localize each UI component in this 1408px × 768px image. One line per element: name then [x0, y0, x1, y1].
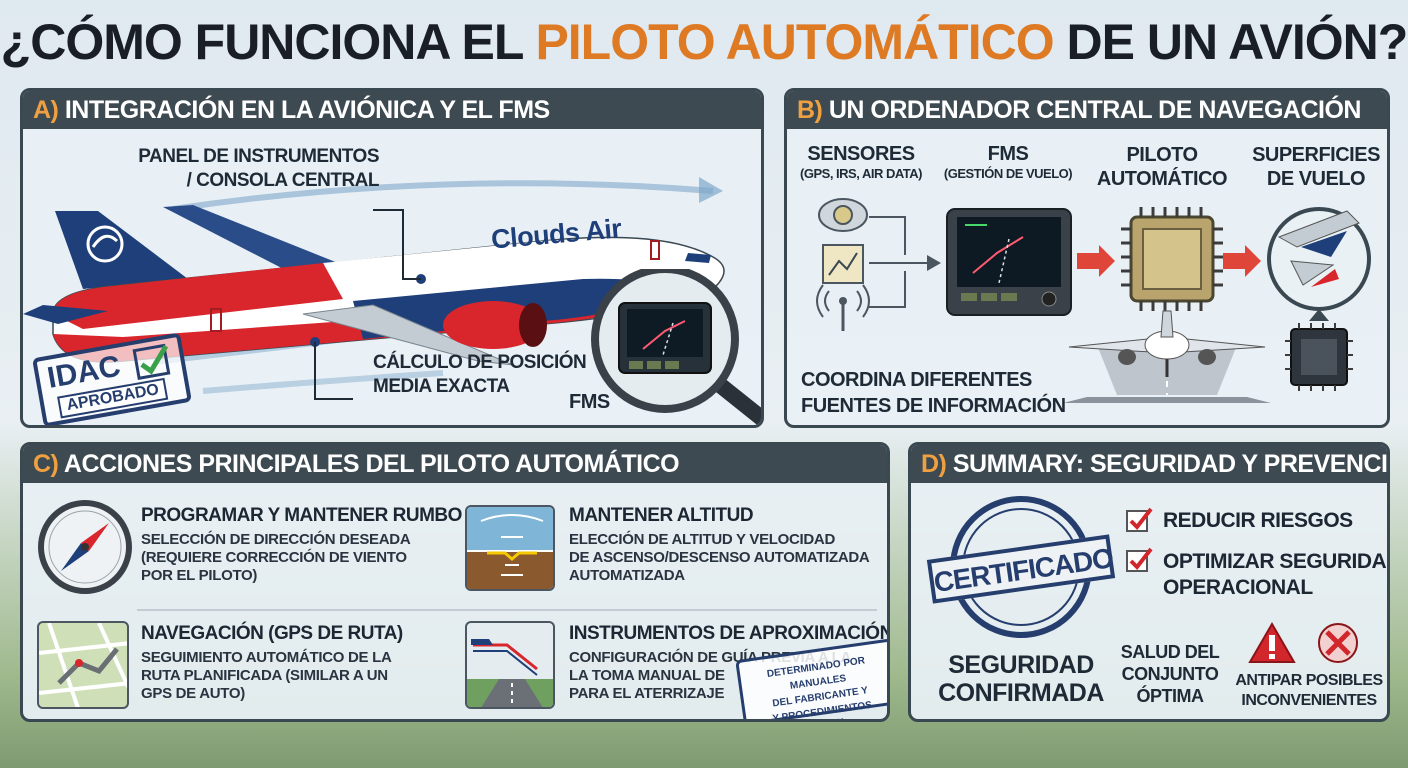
processor-chip-icon — [1285, 323, 1353, 391]
label-position-calc: CÁLCULO DE POSICIÓN MEDIA EXACTA — [373, 352, 587, 397]
airplane-runway-icon — [1063, 310, 1271, 403]
action-altitude-desc: ELECCIÓN DE ALTITUD Y VELOCIDAD DE ASCEN… — [569, 531, 870, 584]
system-health-label: SALUD DEL CONJUNTO ÓPTIMA — [1120, 642, 1220, 706]
title-suffix: DE UN AVIÓN? — [1053, 14, 1408, 70]
label-fms: FMS — [569, 391, 610, 413]
title-accent: PILOTO AUTOMÁTICO — [535, 14, 1054, 70]
sensor-eye-icon — [818, 198, 868, 232]
panel-c-title: ACCIONES PRINCIPALES DEL PILOTO AUTOMÁTI… — [63, 450, 680, 478]
page-title: ¿CÓMO FUNCIONA EL PILOTO AUTOMÁTICO DE U… — [0, 2, 1408, 84]
route-map-icon — [37, 621, 129, 709]
cancel-x-icon — [1318, 623, 1358, 663]
panel-b-title: UN ORDENADOR CENTRAL DE NAVEGACIÓN — [828, 96, 1362, 124]
panel-b-letter: B) — [797, 96, 823, 124]
approach-runway-icon — [465, 621, 555, 709]
panel-a-letter: A) — [33, 96, 59, 124]
panel-avionics-integration: A) INTEGRACIÓN EN LA AVIÓNICA Y EL FMS — [20, 88, 764, 428]
autopilot-chip-icon — [1121, 207, 1223, 311]
panel-a-header: A) INTEGRACIÓN EN LA AVIÓNICA Y EL FMS — [23, 91, 761, 129]
panel-c-letter: C) — [33, 450, 59, 478]
panel-autopilot-actions: C) ACCIONES PRINCIPALES DEL PILOTO AUTOM… — [20, 442, 890, 722]
sensor-antenna-icon — [816, 284, 870, 331]
airplane-illustration — [23, 177, 725, 400]
action-heading-desc: SELECCIÓN DE DIRECCIÓN DESEADA (REQUIERE… — [141, 531, 411, 584]
panel-d-header: D) SUMMARY: SEGURIDAD Y PREVENCIÓN — [911, 445, 1387, 483]
panel-d-title: SUMMARY: SEGURIDAD Y PREVENCIÓN — [952, 450, 1390, 478]
compass-icon — [38, 500, 132, 594]
col-autopilot-heading: PILOTO AUTOMÁTICO — [1096, 144, 1228, 190]
attitude-indicator-icon — [465, 505, 555, 591]
warning-triangle-icon — [1248, 622, 1296, 663]
action-altitude-title: MANTENER ALTITUD — [569, 505, 754, 526]
panel-b-header: B) UN ORDENADOR CENTRAL DE NAVEGACIÓN — [787, 91, 1387, 129]
avoid-issues-label: ANTIPAR POSIBLES INCONVENIENTES — [1235, 672, 1383, 709]
panel-c-header: C) ACCIONES PRINCIPALES DEL PILOTO AUTOM… — [23, 445, 887, 483]
safety-confirmed-label: SEGURIDAD CONFIRMADA — [938, 651, 1104, 707]
idac-approved-stamp: IDAC APROBADO — [32, 332, 192, 425]
panel-navigation-computer: B) UN ORDENADOR CENTRAL DE NAVEGACIÓN SE… — [784, 88, 1390, 428]
action-gps-route-desc: SEGUIMIENTO AUTOMÁTICO DE LA RUTA PLANIF… — [141, 649, 392, 702]
actions-divider — [137, 609, 877, 611]
magnifier-fms-icon — [591, 269, 761, 425]
col-fms-heading: FMS (GESTIÓN DE VUELO) — [943, 143, 1073, 181]
panel-a-title: INTEGRACIÓN EN LA AVIÓNICA Y EL FMS — [64, 96, 550, 124]
action-gps-route-title: NAVEGACIÓN (GPS DE RUTA) — [141, 623, 403, 644]
action-heading-title: PROGRAMAR Y MANTENER RUMBO — [141, 505, 462, 526]
panel-safety-summary: D) SUMMARY: SEGURIDAD Y PREVENCIÓN CERTI… — [908, 442, 1390, 722]
title-prefix: ¿CÓMO FUNCIONA EL — [0, 14, 536, 70]
panel-d-letter: D) — [921, 450, 947, 478]
navigation-flow-diagram — [816, 198, 1371, 403]
checkbox-checked-icon — [1126, 507, 1153, 532]
sensor-chart-icon — [822, 244, 864, 284]
check-optimize-safety-label: OPTIMIZAR SEGURIDAD OPERACIONAL — [1163, 550, 1390, 599]
col-sensors-heading: SENSORES (GPS, IRS, AIR DATA) — [800, 143, 922, 181]
action-approach-title: INSTRUMENTOS DE APROXIMACIÓN — [569, 623, 890, 644]
flow-summary-label: COORDINA DIFERENTES FUENTES DE INFORMACI… — [801, 369, 1066, 417]
check-reduce-risks-label: REDUCIR RIESGOS — [1163, 509, 1353, 532]
col-surfaces-heading: SUPERFICIES DE VUELO — [1252, 144, 1380, 190]
checkbox-checked-icon — [1126, 547, 1153, 572]
checkmark-icon — [132, 343, 171, 381]
flight-surface-icon — [1267, 207, 1371, 311]
fms-device-icon — [946, 208, 1072, 316]
label-instrument-panel: PANEL DE INSTRUMENTOS / CONSOLA CENTRAL — [138, 146, 379, 191]
